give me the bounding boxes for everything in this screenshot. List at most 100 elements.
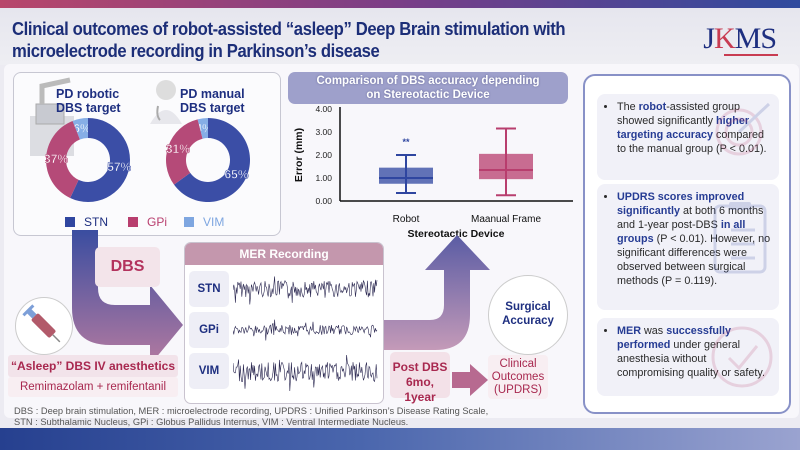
y-tick-label: 3.00	[315, 127, 332, 137]
finding-text-run: -assisted group showed significantly	[617, 101, 741, 127]
post-to-outcome-arrow	[452, 364, 488, 396]
chart-title: Comparison of DBS accuracy depending on S…	[288, 72, 568, 104]
x-axis-title: Stereotactic Device	[408, 228, 505, 240]
y-tick-label: 1.00	[315, 173, 332, 183]
x-tick-label: Maanual Frame	[471, 214, 541, 225]
mer-title: MER Recording	[185, 243, 383, 265]
mer-wave-vim	[233, 354, 378, 392]
check-circle-icon	[711, 326, 773, 388]
clinical-line-2: Outcomes	[491, 371, 545, 383]
legend-swatch-vim	[184, 217, 194, 227]
manual-title-line-1: PD manual	[180, 87, 245, 101]
finding-highlight: higher targeting accuracy	[617, 115, 750, 141]
anesthesia-title: “Asleep” DBS IV anesthetics	[8, 355, 178, 377]
footnote-line-2: STN : Subthalamic Nucleus, GPi : Globus …	[14, 417, 409, 427]
mer-recording-panel: MER Recording STN GPi VIM	[184, 242, 384, 404]
bottom-gradient-bar	[0, 428, 800, 450]
footnote: DBS : Deep brain stimulation, MER : micr…	[14, 406, 488, 428]
manual-donut-chart: 4%65%31%	[166, 118, 250, 202]
dbs-flow-arrow	[72, 230, 183, 365]
robotic-label-stn: 57%	[107, 160, 131, 174]
robotic-title-line-2: DBS target	[56, 101, 121, 115]
legend-swatch-gpi	[128, 217, 138, 227]
legend-label-gpi: GPi	[147, 215, 168, 229]
finding-highlight: MER	[617, 325, 641, 337]
y-axis-title: Error (mm)	[293, 128, 305, 182]
finding-highlight: robot	[638, 101, 667, 113]
page-title: Clinical outcomes of robot-assisted “asl…	[12, 18, 566, 62]
clipboard-icon	[713, 202, 767, 274]
legend-vim: VIM	[184, 215, 224, 229]
finding-highlight: UPDRS scores improved significantly	[617, 191, 745, 217]
finding-text-updrs: UPDRS scores improved significantly at b…	[617, 190, 773, 288]
finding-card-updrs: UPDRS scores improved significantly at b…	[597, 184, 779, 310]
dbs-label: DBS	[95, 247, 160, 287]
robotic-label-vim: 6%	[73, 122, 91, 136]
logo-j: J	[703, 22, 715, 55]
maanual-frame-box	[479, 153, 533, 180]
post-line-1: Post DBS	[392, 360, 448, 374]
robotic-slice-stn	[70, 118, 130, 202]
y-tick-label: 2.00	[315, 150, 332, 160]
manual-slice-gpi	[166, 119, 203, 185]
logo-ms: MS	[734, 22, 777, 55]
accuracy-flow-arrow	[384, 235, 490, 350]
x-tick-label: Robot	[393, 214, 420, 225]
syringe-bubble	[15, 297, 73, 355]
header: Clinical outcomes of robot-assisted “asl…	[0, 8, 800, 65]
logo-underline	[724, 54, 778, 56]
chart-title-line-1: Comparison of DBS accuracy depending	[316, 75, 540, 87]
robotic-donut-chart: 6% 57% 37%	[45, 118, 131, 202]
finding-text-run: was	[641, 325, 667, 337]
finding-text-run: (P < 0.01). However, no significant diff…	[617, 233, 771, 287]
robotic-label-gpi: 37%	[45, 152, 68, 166]
manual-label-gpi: 31%	[166, 142, 190, 156]
finding-text-run: under general anesthesia without comprom…	[617, 339, 766, 379]
mer-track-label-vim: VIM	[189, 353, 229, 389]
mer-track-label-stn: STN	[189, 271, 229, 307]
legend-label-stn: STN	[84, 215, 108, 229]
legend-gpi: GPi	[128, 215, 167, 229]
robotic-title-line-1: PD robotic	[56, 87, 120, 101]
title-line-1: Clinical outcomes of robot-assisted “asl…	[12, 18, 566, 39]
finding-text-run: compared to the manual group (P < 0.01).	[617, 129, 767, 155]
mer-wave-stn	[233, 276, 378, 305]
syringe-icon	[22, 304, 61, 343]
target-arrow-icon	[715, 102, 771, 156]
manual-title-line-2: DBS target	[180, 101, 245, 115]
finding-card-accuracy: The robot-assisted group showed signific…	[597, 94, 779, 180]
robot-box	[379, 167, 433, 184]
manual-slice-stn	[174, 118, 250, 202]
finding-text-run: at both 6 months and 1-year post-DBS	[617, 205, 764, 231]
finding-card-mer: MER was successfully performed under gen…	[597, 318, 779, 396]
y-tick-label: 0.00	[315, 196, 332, 206]
y-tick-label: 4.00	[315, 104, 332, 114]
post-line-2: 6mo, 1year	[404, 375, 436, 404]
legend-stn: STN	[65, 215, 108, 229]
footnote-line-1: DBS : Deep brain stimulation, MER : micr…	[14, 406, 489, 416]
finding-highlight: successfully performed	[617, 325, 732, 351]
robot-significance: **	[402, 137, 410, 147]
finding-text-run: The	[617, 101, 639, 113]
logo-k: K	[713, 22, 736, 55]
mer-track-label-gpi: GPi	[189, 312, 229, 348]
top-gradient-bar	[0, 0, 800, 8]
finding-text-mer: MER was successfully performed under gen…	[617, 324, 773, 380]
chart-title-line-2: on Stereotactic Device	[366, 89, 490, 101]
clinical-line-3: (UPDRS)	[494, 384, 542, 396]
robotic-slice-gpi	[45, 120, 80, 199]
surgical-line-2: Accuracy	[502, 315, 554, 327]
title-line-2: microelectrode recording in Parkinson’s …	[12, 40, 380, 61]
mer-wave-gpi	[233, 319, 378, 341]
surgical-line-1: Surgical	[505, 301, 551, 313]
doctor-icon	[150, 80, 182, 124]
legend-swatch-stn	[65, 217, 75, 227]
manual-slice-vim	[197, 118, 208, 139]
mer-waveforms	[233, 276, 378, 392]
